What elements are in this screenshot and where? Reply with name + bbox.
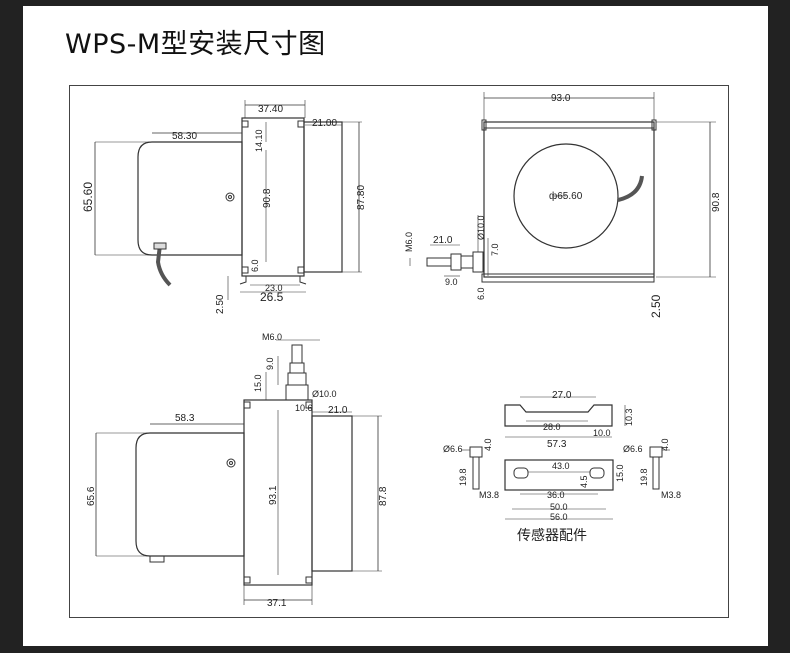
dim-label: Ø10.0: [476, 215, 486, 240]
dim-label: 4.0: [483, 438, 493, 451]
dim-label: 65.6: [86, 486, 97, 506]
dim-label: 4.5: [579, 475, 589, 488]
dim-label: 6.0: [476, 287, 486, 300]
dim-label: Ø6.6: [443, 444, 463, 454]
dim-label: 21.0: [433, 235, 453, 246]
dim-label: 19.8: [639, 468, 649, 486]
accessories-parts: [462, 396, 670, 520]
view-front-top-right: [409, 92, 716, 283]
dim-label: 10.3: [624, 408, 634, 426]
dim-label: 19.8: [458, 468, 468, 486]
dim-label: 37.1: [267, 598, 287, 609]
dim-label: 90.8: [262, 188, 273, 208]
dim-label: 93.0: [551, 93, 571, 104]
dim-label: 57.3: [547, 439, 567, 450]
dim-label: 56.0: [550, 512, 568, 522]
dim-label: M3.8: [479, 490, 499, 500]
dim-label: 87.8: [378, 486, 389, 506]
dim-label: 58.3: [175, 413, 195, 424]
dim-label: 50.0: [550, 502, 568, 512]
dim-label: 37.40: [258, 104, 283, 115]
dim-label: Ø6.6: [623, 444, 643, 454]
dim-label: M6.0: [404, 232, 414, 252]
labels-top-right: 93.0 ф65.60 90.8 M6.0 21.0 Ø10.0 7.0 9.0…: [404, 93, 722, 318]
dim-label: 28.0: [543, 422, 561, 432]
page-title: WPS-M型安装尺寸图: [65, 29, 326, 60]
dim-label: 15.0: [615, 464, 625, 482]
dim-label: 27.0: [552, 390, 572, 401]
dim-label: M6.0: [262, 332, 282, 342]
dim-label: 10.0: [593, 428, 611, 438]
labels-accessories: 27.0 10.3 28.0 10.0 57.3 Ø6.6 4.0 Ø6.6 4…: [443, 390, 681, 544]
dim-label: 90.8: [711, 192, 722, 212]
dim-label: 36.0: [547, 490, 565, 500]
dim-label: 93.1: [268, 485, 279, 505]
dim-label: 9.0: [265, 357, 275, 370]
dim-label: 10.6: [295, 403, 313, 413]
dim-label: ф65.60: [549, 190, 583, 202]
dim-label: 87.80: [356, 185, 367, 210]
dim-label: 65.60: [81, 182, 95, 212]
drawing-card: [23, 6, 768, 646]
dim-label: 9.0: [445, 277, 458, 287]
dim-label: Ø10.0: [312, 389, 337, 399]
view-side-bottom-left: [95, 339, 382, 605]
dim-label: M3.8: [661, 490, 681, 500]
dim-label: 15.0: [253, 374, 263, 392]
dim-label: 14.10: [254, 129, 264, 152]
dim-label: 2.50: [649, 294, 663, 318]
drawing-frame: [69, 85, 729, 618]
dim-label: 4.0: [660, 438, 670, 451]
dim-label: 2.50: [215, 294, 226, 314]
dim-label: 7.0: [490, 243, 500, 256]
dim-label: 26.5: [260, 290, 284, 304]
dim-label: 21.0: [328, 405, 348, 416]
dim-label: 6.0: [250, 259, 260, 272]
dim-label: 21.00: [312, 118, 337, 129]
accessories-caption: 传感器配件: [517, 527, 587, 544]
dim-label: 58.30: [172, 131, 197, 142]
view-side-top-left: [94, 100, 362, 300]
dim-label: 43.0: [552, 461, 570, 471]
dim-label: 23.0: [265, 283, 283, 293]
labels-bottom-left: M6.0 9.0 15.0 Ø10.0 10.6 58.3 21.0 65.6 …: [86, 332, 389, 609]
labels-top-left: 37.40 58.30 21.00 14.10 65.60 90.8 87.80…: [81, 104, 367, 314]
